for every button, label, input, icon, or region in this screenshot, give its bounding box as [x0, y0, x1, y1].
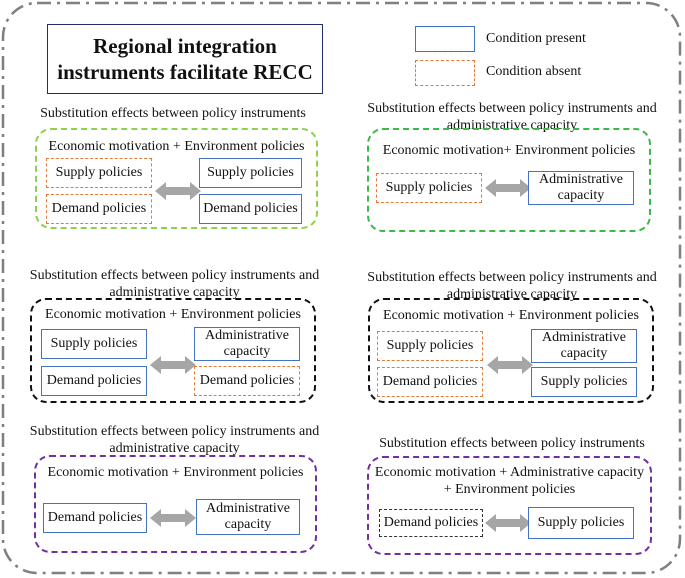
panel-1-group	[35, 128, 318, 229]
panel-1-left-node-2: Demand policies	[46, 194, 152, 224]
panel-4-group-label: Economic motivation + Environment polici…	[383, 308, 639, 323]
panel-5-right-node-1: Administrative capacity	[196, 499, 300, 535]
panel-2-double-arrow-icon	[485, 179, 531, 197]
panel-2-group	[367, 128, 651, 232]
panel-6-right-node-1: Supply policies	[528, 507, 634, 539]
panel-5-heading: Substitution effects between policy inst…	[29, 424, 320, 456]
panel-3-right-node-1: Administrative capacity	[194, 327, 300, 361]
panel-6-double-arrow-icon	[485, 514, 531, 532]
panel-5-group-label: Economic motivation + Environment polici…	[47, 465, 304, 480]
diagram-title: Regional integration instruments facilit…	[47, 24, 323, 94]
panel-6-left-node-1: Demand policies	[379, 509, 483, 537]
panel-5-group	[34, 455, 317, 553]
panel-1-heading: Substitution effects between policy inst…	[40, 106, 306, 121]
panel-5-left-node-1: Demand policies	[43, 503, 147, 533]
panel-3-left-node-2: Demand policies	[41, 366, 147, 396]
panel-3-group	[30, 298, 316, 403]
panel-6-group	[367, 456, 652, 555]
panel-1-right-node-1: Supply policies	[199, 158, 302, 188]
panel-5-double-arrow-icon	[150, 509, 196, 527]
panel-4-left-node-2: Demand policies	[377, 367, 483, 397]
panel-3-left-node-1: Supply policies	[41, 329, 147, 359]
panel-2-left-node-1: Supply policies	[376, 173, 482, 203]
panel-2-group-label: Economic motivation+ Environment policie…	[382, 143, 636, 158]
panel-3-right-node-2: Demand policies	[194, 366, 300, 396]
legend-absent-swatch	[415, 60, 475, 86]
panel-4-right-node-1: Administrative capacity	[531, 329, 637, 363]
legend-absent-label: Condition absent	[486, 64, 582, 79]
panel-2-right-node-1: Administrative capacity	[528, 171, 634, 205]
panel-4-left-node-1: Supply policies	[377, 331, 483, 361]
legend-present-label: Condition present	[486, 31, 586, 46]
panel-3-double-arrow-icon	[150, 356, 196, 374]
panel-4-right-node-2: Supply policies	[531, 367, 637, 397]
panel-4-group	[368, 298, 654, 403]
panel-1-right-node-2: Demand policies	[199, 194, 302, 224]
panel-1-left-node-1: Supply policies	[46, 158, 152, 188]
panel-1-group-label: Economic motivation + Environment polici…	[48, 139, 305, 154]
panel-3-heading: Substitution effects between policy inst…	[29, 268, 320, 300]
panel-6-heading: Substitution effects between policy inst…	[379, 436, 645, 451]
panel-6-group-label: Economic motivation + Administrative cap…	[374, 465, 645, 497]
panel-3-group-label: Economic motivation + Environment polici…	[45, 307, 301, 322]
panel-4-double-arrow-icon	[487, 356, 533, 374]
panel-1-double-arrow-icon	[155, 182, 201, 200]
legend-present-swatch	[415, 26, 475, 52]
